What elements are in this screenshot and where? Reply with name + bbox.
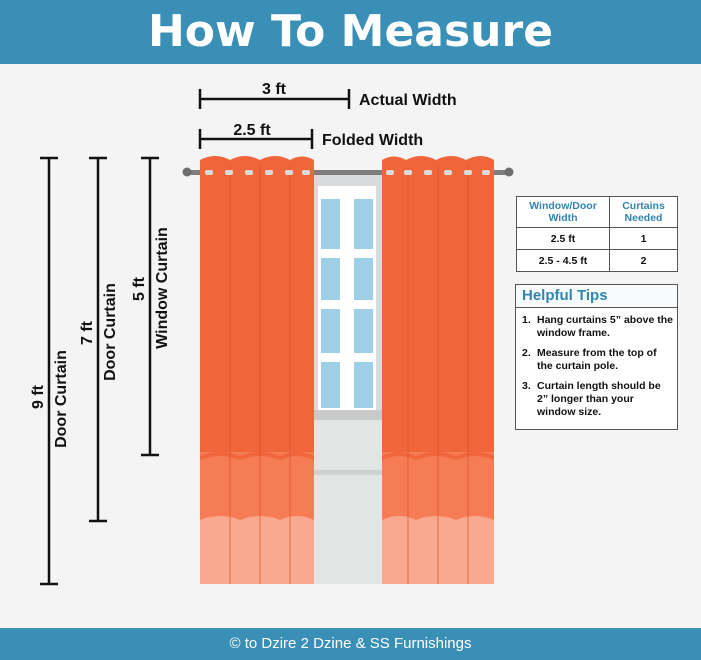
grommet <box>285 170 293 175</box>
actual-width-label: Actual Width <box>359 92 457 109</box>
window-pane <box>321 258 340 300</box>
tip-text: Hang curtains 5” above the window frame. <box>537 314 673 339</box>
actual-width-value: 3 ft <box>262 81 287 98</box>
tip-text: Curtain length should be 2” longer than … <box>537 380 661 418</box>
curtain-panel-top <box>200 156 314 452</box>
table-header-width-text: Window/Door Width <box>529 200 597 224</box>
grommet <box>464 170 472 175</box>
grommet <box>302 170 310 175</box>
window <box>308 170 386 584</box>
grommet <box>386 170 394 175</box>
window-pane <box>354 362 373 408</box>
table-header-needed-text: Curtains Needed <box>622 200 665 224</box>
table-cell: 2.5 ft <box>516 227 610 250</box>
helpful-tips-box: Helpful Tips 1. Hang curtains 5” above th… <box>515 284 678 430</box>
height-5ft-label: Window Curtain <box>154 227 171 349</box>
window-pane <box>354 258 373 300</box>
list-item: 2. Measure from the top of the curtain po… <box>522 347 673 373</box>
table-row: 2.5 ft 1 <box>516 227 678 250</box>
height-7ft-label: Door Curtain <box>102 283 119 381</box>
table-header-needed: Curtains Needed <box>609 196 678 228</box>
list-item: 1. Hang curtains 5” above the window fram… <box>522 314 673 340</box>
grommet <box>205 170 213 175</box>
list-item: 3. Curtain length should be 2” longer tha… <box>522 380 673 419</box>
rod-finial-right <box>504 167 514 177</box>
folded-width-value: 2.5 ft <box>233 122 271 139</box>
window-pane <box>354 309 373 353</box>
tips-title: Helpful Tips <box>516 285 677 308</box>
tip-number: 2. <box>522 347 531 359</box>
height-9ft-label: Door Curtain <box>53 350 70 448</box>
footer-credit: © to Dzire 2 Dzine & SS Furnishings <box>229 635 472 652</box>
footer-bar <box>0 628 701 660</box>
grommet <box>404 170 412 175</box>
tip-number: 1. <box>522 314 531 326</box>
wall-below-window <box>312 420 382 584</box>
window-pane <box>354 199 373 249</box>
window-mullion <box>341 186 353 412</box>
table-row: 2.5 - 4.5 ft 2 <box>516 249 678 272</box>
table-header-width: Window/Door Width <box>516 196 610 228</box>
height-5ft-dimension: 5 ft Window Curtain <box>131 156 171 457</box>
wall-line <box>312 470 382 475</box>
rod-finial-left <box>182 167 192 177</box>
height-7ft-value: 7 ft <box>79 320 96 345</box>
window-pane <box>321 309 340 353</box>
curtains-needed-table: Window/Door Width Curtains Needed 2.5 ft… <box>516 196 678 272</box>
grommet <box>444 170 452 175</box>
table-cell: 1 <box>609 227 678 250</box>
curtain-wave <box>200 452 314 460</box>
table-header-row: Window/Door Width Curtains Needed <box>516 196 678 228</box>
tips-list: 1. Hang curtains 5” above the window fram… <box>516 314 677 419</box>
right-curtain <box>382 156 494 584</box>
folded-width-dimension: 2.5 ft Folded Width <box>198 122 423 149</box>
curtain-panel-bottom <box>200 516 314 584</box>
table-cell: 2.5 - 4.5 ft <box>516 249 610 272</box>
table-cell: 2 <box>609 249 678 272</box>
curtain-panel-middle <box>200 452 314 520</box>
page-title: How To Measure <box>147 6 554 57</box>
tip-text: Measure from the top of the curtain pole… <box>537 347 657 372</box>
window-pane <box>321 199 340 249</box>
window-pane <box>321 362 340 408</box>
folded-width-label: Folded Width <box>322 132 423 149</box>
grommet <box>265 170 273 175</box>
tip-number: 3. <box>522 380 531 392</box>
window-sill <box>312 410 382 420</box>
left-curtain <box>200 156 314 584</box>
grommet <box>245 170 253 175</box>
height-9ft-value: 9 ft <box>30 384 47 409</box>
header-bar <box>0 0 701 64</box>
height-7ft-dimension: 7 ft Door Curtain <box>79 156 119 523</box>
grommet <box>482 170 490 175</box>
height-5ft-value: 5 ft <box>131 276 148 301</box>
grommet <box>225 170 233 175</box>
actual-width-dimension: 3 ft Actual Width <box>198 81 457 109</box>
grommet <box>424 170 432 175</box>
height-9ft-dimension: 9 ft Door Curtain <box>30 156 70 586</box>
